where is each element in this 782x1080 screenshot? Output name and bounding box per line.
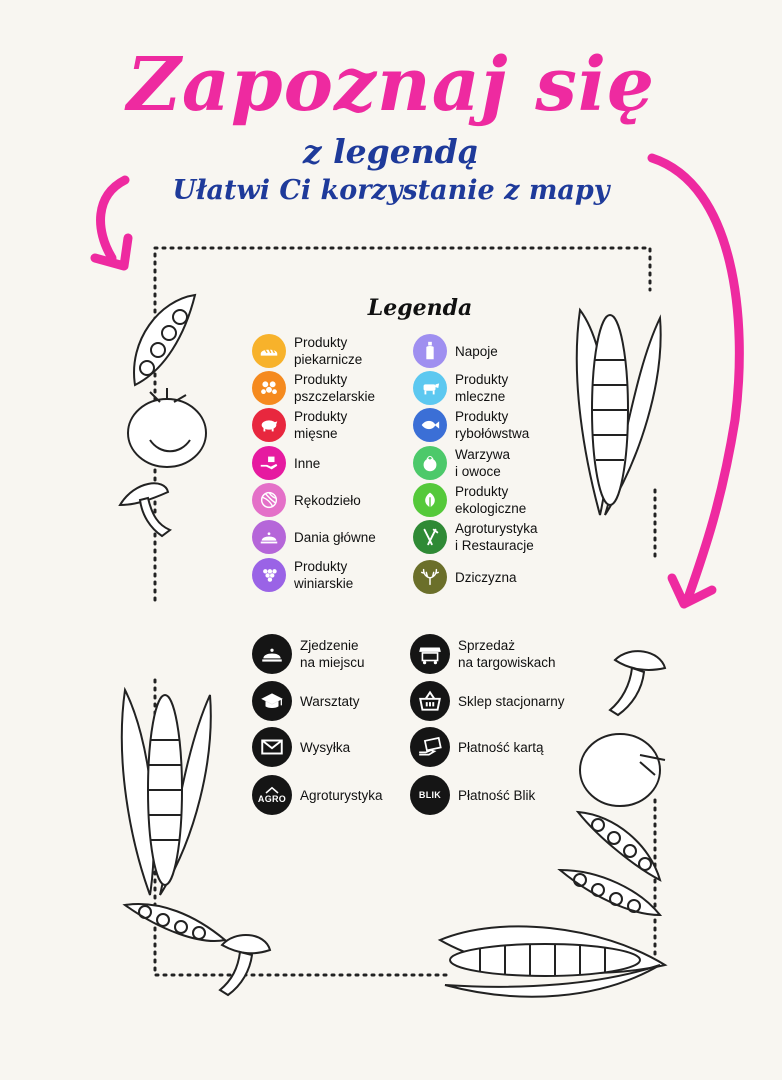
- mushroom-illustration-2: [218, 933, 272, 997]
- legend-heading: Legenda: [367, 295, 473, 321]
- service-label: Sprzedaż na targowiskach: [458, 638, 556, 670]
- legend-label: Napoje: [455, 343, 498, 359]
- page-title: Zapoznaj się: [126, 42, 656, 128]
- legend-item-fishing: Produkty rybołówstwa: [413, 408, 529, 442]
- cloche-icon: [252, 520, 286, 554]
- service-item-card-payment: Płatność kartą: [410, 727, 544, 767]
- legend-label: Produkty ekologiczne: [455, 484, 527, 516]
- service-item-shop: Sklep stacjonarny: [410, 681, 565, 721]
- service-label: Płatność kartą: [458, 739, 544, 755]
- legend-item-beekeeping: Produkty pszczelarskie: [252, 371, 375, 405]
- tomato-icon: [413, 446, 447, 480]
- corn-illustration-2: [120, 686, 212, 896]
- pea-pod-illustration-3: [557, 810, 663, 917]
- card-hand-icon: [410, 727, 450, 767]
- corn-illustration: [575, 307, 662, 516]
- page-subtitle: z legendą: [302, 132, 480, 171]
- service-label: Warsztaty: [300, 693, 360, 709]
- service-label: Płatność Blik: [458, 787, 536, 803]
- bread-icon: [252, 334, 286, 368]
- service-label: Wysyłka: [300, 739, 351, 755]
- legend-label: Produkty mięsne: [294, 409, 348, 441]
- legend-label: Dania główne: [294, 529, 376, 545]
- legend-label: Agroturystyka i Restauracje: [455, 521, 538, 553]
- basket-icon: [410, 681, 450, 721]
- service-item-market: Sprzedaż na targowiskach: [410, 634, 556, 674]
- legend-item-dairy: Produkty mleczne: [413, 371, 508, 405]
- pea-pod-illustration: [133, 293, 197, 387]
- legend-item-agritourism-restaurants: Agroturystyka i Restauracje: [413, 520, 538, 554]
- service-label: Agroturystyka: [300, 787, 383, 803]
- service-item-blik-payment: BLIK Płatność Blik: [410, 775, 535, 815]
- legend-label: Produkty rybołówstwa: [455, 409, 530, 441]
- bottle-icon: [413, 334, 447, 368]
- grapes-icon: [252, 558, 286, 592]
- service-item-workshops: Warsztaty: [252, 681, 360, 721]
- fish-icon: [413, 408, 447, 442]
- agro-icon-text: AGRO: [257, 794, 287, 804]
- service-item-eat-in: Zjedzenie na miejscu: [252, 634, 365, 674]
- legend-item-wine: Produkty winiarskie: [252, 558, 353, 592]
- cow-icon: [413, 371, 447, 405]
- leaf-icon: [413, 483, 447, 517]
- legend-item-drinks: Napoje: [413, 334, 498, 368]
- legend-label: Warzywa i owoce: [455, 447, 511, 479]
- legend-item-vegetables: Warzywa i owoce: [413, 446, 510, 480]
- yarn-ball-icon: [252, 483, 286, 517]
- legend-item-game: Dziczyzna: [413, 560, 517, 594]
- cutlery-icon: [413, 520, 447, 554]
- legend-label: Produkty piekarnicze: [294, 335, 363, 367]
- corn-illustration-3: [437, 925, 668, 998]
- pig-icon: [252, 408, 286, 442]
- right-arrow-icon: [647, 153, 744, 609]
- legend-label: Produkty pszczelarskie: [294, 372, 376, 404]
- legend-label: Dziczyzna: [455, 569, 517, 585]
- hand-gift-icon: [252, 446, 286, 480]
- tomato-illustration: [127, 388, 207, 468]
- page-tagline: Ułatwi Ci korzystanie z mapy: [172, 175, 610, 206]
- graduation-cap-icon: [252, 681, 292, 721]
- agro-icon: AGRO: [252, 775, 292, 815]
- legend-item-meat: Produkty mięsne: [252, 408, 347, 442]
- blik-icon: BLIK: [410, 775, 450, 815]
- legend-item-eco: Produkty ekologiczne: [413, 483, 526, 517]
- tomato-illustration-2: [579, 733, 666, 807]
- market-stall-icon: [410, 634, 450, 674]
- legend-item-main-dishes: Dania główne: [252, 520, 376, 554]
- service-item-agritourism: AGRO Agroturystyka: [252, 775, 383, 815]
- mushroom-illustration: [118, 482, 172, 538]
- antlers-icon: [413, 560, 447, 594]
- legend-label: Inne: [294, 455, 321, 471]
- legend-item-bakery: Produkty piekarnicze: [252, 334, 362, 368]
- legend-item-crafts: Rękodzieło: [252, 483, 361, 517]
- legend-label: Produkty mleczne: [455, 372, 509, 404]
- service-label: Sklep stacjonarny: [458, 693, 565, 709]
- pea-pod-illustration-2: [122, 903, 228, 942]
- mushroom-illustration-3: [608, 650, 667, 717]
- service-item-shipping: Wysyłka: [252, 727, 350, 767]
- blik-icon-text: BLIK: [418, 790, 442, 800]
- legend-label: Rękodzieło: [294, 492, 361, 508]
- legend-item-other: Inne: [252, 446, 320, 480]
- envelope-icon: [252, 727, 292, 767]
- left-arrow-icon: [90, 175, 133, 271]
- service-label: Zjedzenie na miejscu: [300, 638, 365, 670]
- honeycomb-icon: [252, 371, 286, 405]
- cloche-icon: [252, 634, 292, 674]
- legend-label: Produkty winiarskie: [294, 559, 354, 591]
